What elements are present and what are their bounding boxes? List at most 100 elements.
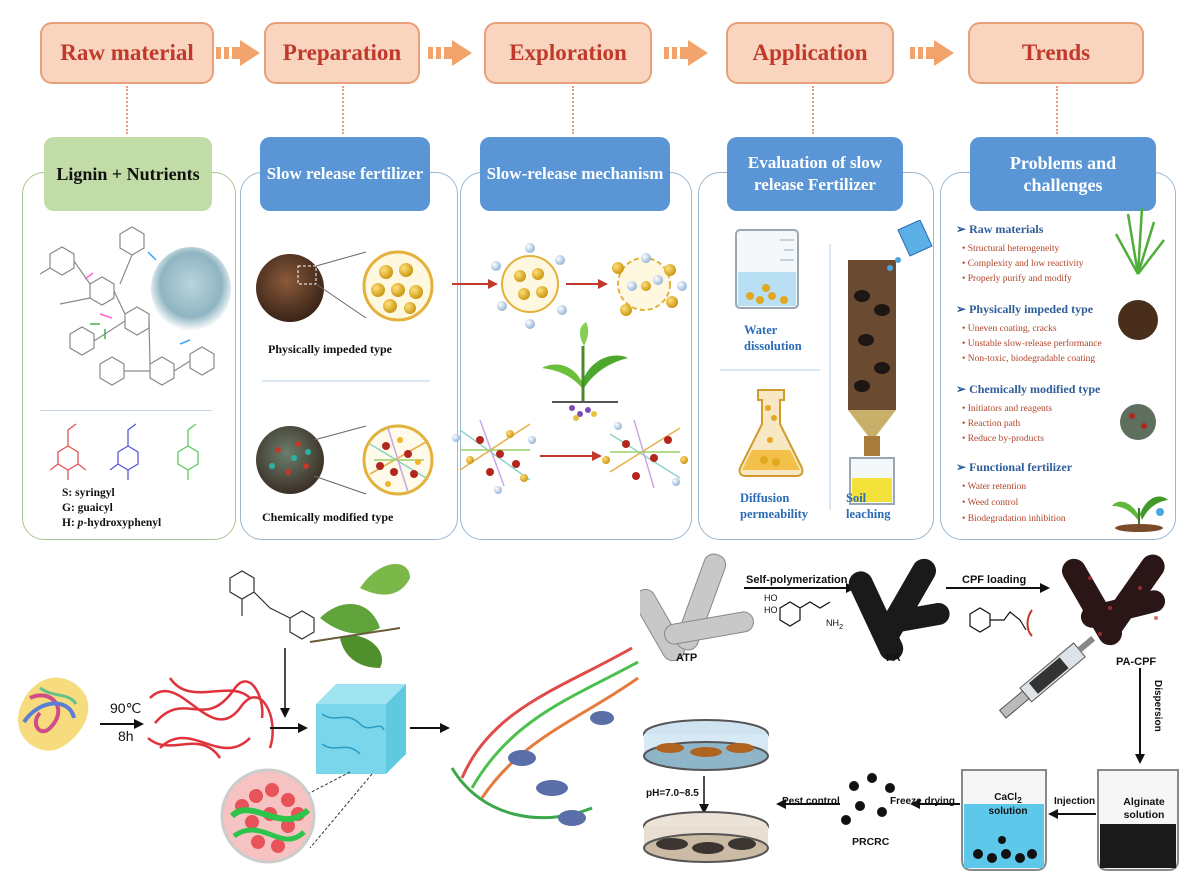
water-dissolution-label: Water dissolution xyxy=(744,323,802,353)
legend-h-prefix: H: xyxy=(62,517,78,529)
ho-label: HO xyxy=(764,605,778,615)
pest-control-label: Pest control xyxy=(782,796,840,807)
chemically-modified-label: Chemically modified type xyxy=(262,510,394,524)
divider xyxy=(40,410,212,411)
cacl2-subscript: 2 xyxy=(1017,795,1022,805)
cpf-loading-label: CPF loading xyxy=(962,574,1027,586)
trend-physical-title: ➢ Physically impeded type xyxy=(956,302,1094,316)
freeze-drying-label: Freeze drying xyxy=(890,796,956,807)
stage-label: Preparation xyxy=(282,40,402,65)
trend-item-text: Structural heterogeneity xyxy=(967,244,1060,254)
stage-preparation: Preparation xyxy=(264,22,420,84)
stage-label: Exploration xyxy=(509,40,627,65)
diffusion-permeability-label: Diffusion permeability xyxy=(740,491,809,521)
legend-h-italic: p xyxy=(77,517,84,529)
injection-label: Injection xyxy=(1054,796,1096,807)
alginate-line1: Alginate xyxy=(1123,796,1165,808)
trend-item: • Unstable slow-release performance xyxy=(962,339,1102,349)
nh-subscript: 2 xyxy=(839,621,844,631)
evaluation-methods-diagram xyxy=(720,220,933,510)
trend-chemical-title: ➢ Chemically modified type xyxy=(956,382,1101,396)
trend-item-text: Water retention xyxy=(967,482,1027,492)
legend-h-suffix: -hydroxyphenyl xyxy=(83,517,162,529)
stage-label: Trends xyxy=(1021,40,1091,65)
ho-label: HO xyxy=(764,593,778,603)
stage-label: Application xyxy=(752,40,868,65)
header-text: Evaluation of slow release Fertilizer xyxy=(747,153,883,194)
trend-item: • Non-toxic, biodegradable coating xyxy=(962,354,1096,364)
trend-item: • Water retention xyxy=(962,482,1027,492)
trend-item: • Reduce by-products xyxy=(962,434,1044,444)
nh-text: NH xyxy=(826,618,839,628)
trend-title-text: Physically impeded type xyxy=(969,302,1094,316)
connector-line xyxy=(1056,86,1058,134)
trend-item: • Reaction path xyxy=(962,419,1021,429)
stage-application: Application xyxy=(726,22,894,84)
cacl2-text: CaCl xyxy=(994,792,1018,803)
trend-title-text: Chemically modified type xyxy=(969,382,1101,396)
dispersion-label: Dispersion xyxy=(1152,680,1163,732)
trend-item-text: Uneven coating, cracks xyxy=(967,324,1057,334)
cacl2-line2: solution xyxy=(988,806,1028,817)
divider xyxy=(262,380,430,382)
trend-title-text: Raw materials xyxy=(969,222,1044,236)
right-arrow-icon xyxy=(910,40,954,66)
header-text: Slow-release mechanism xyxy=(486,164,664,183)
monolignol-legend: S: syringyl G: guaicyl H: p-hydroxypheny… xyxy=(62,486,161,531)
panel-exploration xyxy=(460,172,692,540)
header-slow-release-mechanism: Slow-release mechanism xyxy=(480,137,670,211)
physically-impeded-granule-diagram xyxy=(256,250,434,322)
trend-item-text: Complexity and low reactivity xyxy=(967,259,1084,269)
trend-item: • Initiators and reagents xyxy=(962,404,1053,414)
atp-label: ATP xyxy=(676,652,698,664)
trend-item: • Uneven coating, cracks xyxy=(962,324,1057,334)
legend-syringyl: S: syringyl xyxy=(62,487,115,499)
legend-guaicyl: G: guaicyl xyxy=(62,502,113,514)
lignin-structure-diagram xyxy=(39,226,215,386)
connector-line xyxy=(342,86,344,134)
trend-item-text: Unstable slow-release performance xyxy=(967,339,1102,349)
trend-item-text: Non-toxic, biodegradable coating xyxy=(967,354,1096,364)
header-slow-release-fertilizer: Slow release fertilizer xyxy=(260,137,430,211)
alginate-solution-label: Alginate solution xyxy=(1112,796,1176,822)
connector-line xyxy=(126,86,128,134)
trend-functional-title: ➢ Functional fertilizer xyxy=(956,460,1073,474)
hydrogel-synthesis-scheme xyxy=(18,564,639,864)
trend-item-text: Properly purify and modify xyxy=(967,274,1072,284)
trend-item: • Weed control xyxy=(962,498,1019,508)
trend-item: • Complexity and low reactivity xyxy=(962,259,1084,269)
lignin-powder-image xyxy=(151,247,231,331)
right-arrow-icon xyxy=(664,40,708,66)
legend-hydroxyphenyl: H: p-hydroxyphenyl xyxy=(62,516,161,531)
ph-label: pH=7.0~8.5 xyxy=(646,788,699,799)
self-polymerization-label: Self-polymerization xyxy=(746,574,848,586)
pa-label: PA xyxy=(886,652,901,664)
header-text: Problems and challenges xyxy=(1009,153,1117,195)
header-lignin-nutrients: Lignin + Nutrients xyxy=(44,137,212,211)
trend-item-text: Reduce by-products xyxy=(967,434,1044,444)
trend-item-text: Reaction path xyxy=(967,419,1021,429)
connector-line xyxy=(812,86,814,134)
trend-item: • Structural heterogeneity xyxy=(962,244,1060,254)
trend-item-text: Initiators and reagents xyxy=(967,404,1053,414)
stage-trends: Trends xyxy=(968,22,1144,84)
prcrc-label: PRCRC xyxy=(852,836,890,848)
temperature-label: 90℃ xyxy=(110,700,142,716)
header-evaluation: Evaluation of slow release Fertilizer xyxy=(727,137,903,211)
panel-raw-material xyxy=(22,172,236,540)
stage-label: Raw material xyxy=(60,40,194,65)
cpf-loading-scheme xyxy=(640,553,1179,871)
physically-impeded-label: Physically impeded type xyxy=(268,342,393,356)
trend-item-text: Weed control xyxy=(967,498,1019,508)
right-arrow-icon xyxy=(216,40,260,66)
trend-item: • Biodegradation inhibition xyxy=(962,514,1066,524)
trend-illustrations xyxy=(1112,207,1168,532)
header-problems-challenges: Problems and challenges xyxy=(970,137,1156,211)
pa-cpf-label: PA-CPF xyxy=(1116,656,1157,668)
time-label: 8h xyxy=(118,728,134,744)
right-arrow-icon xyxy=(428,40,472,66)
trend-item: • Properly purify and modify xyxy=(962,274,1072,284)
connector-line xyxy=(572,86,574,134)
trend-item-text: Biodegradation inhibition xyxy=(967,514,1066,524)
amine-label: NH2 xyxy=(826,618,843,631)
